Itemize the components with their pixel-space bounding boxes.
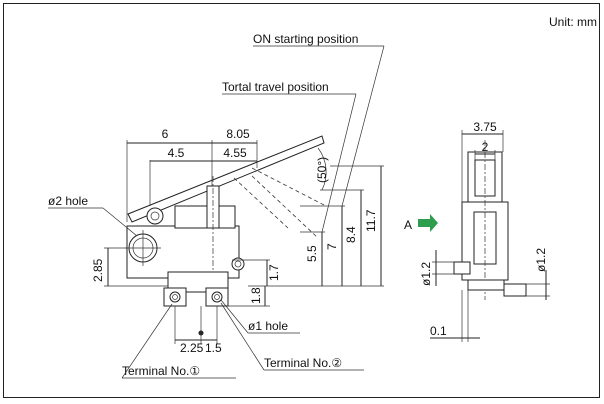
view-a-label: A bbox=[404, 218, 412, 232]
unit-label: Unit: mm bbox=[549, 15, 597, 29]
dim-8-05: 8.05 bbox=[226, 127, 250, 141]
lever-dashed-2 bbox=[233, 177, 289, 229]
dim-1-8: 1.8 bbox=[249, 287, 263, 304]
lever-total-travel-dashed bbox=[251, 175, 319, 239]
terminal-1-hole bbox=[169, 291, 181, 303]
side-view: 6 8.05 4.5 4.55 (50°) 1.7 5.5 7 8.4 11.7… bbox=[48, 32, 385, 379]
hinge-pin bbox=[146, 207, 164, 225]
dim-2-85: 2.85 bbox=[91, 258, 105, 282]
dim-dia-1-2-left: ø1.2 bbox=[419, 262, 433, 286]
dim-3-75: 3.75 bbox=[473, 120, 497, 134]
base-block bbox=[167, 271, 229, 293]
label-total-travel: Tortal travel position bbox=[222, 80, 329, 94]
dim-2-25: 2.25 bbox=[180, 341, 204, 355]
dim-4-55: 4.55 bbox=[223, 146, 247, 160]
dim-angle-50: (50°) bbox=[315, 157, 329, 183]
dim-dia-1-2-right: ø1.2 bbox=[534, 248, 548, 272]
label-terminal-1: Terminal No.① bbox=[122, 364, 200, 378]
label-hole-1: ø1 hole bbox=[248, 319, 288, 333]
dim-11-7: 11.7 bbox=[364, 209, 378, 232]
dim-1-5: 1.5 bbox=[205, 341, 222, 355]
dim-5-5: 5.5 bbox=[305, 245, 319, 262]
pin-right bbox=[503, 283, 527, 297]
label-hole-2: ø2 hole bbox=[48, 194, 88, 208]
dim-4-5: 4.5 bbox=[168, 146, 185, 160]
dim-2: 2 bbox=[482, 140, 489, 154]
drawing-frame bbox=[3, 3, 600, 398]
terminal-2-hole bbox=[211, 291, 223, 303]
label-on-start: ON starting position bbox=[253, 32, 358, 46]
dim-1-7: 1.7 bbox=[267, 264, 281, 281]
housing-top bbox=[174, 205, 236, 229]
view-a-arrow-icon bbox=[418, 214, 438, 232]
pin-left bbox=[453, 261, 471, 275]
front-view-a: A 3.75 2 ø1.2 ø1.2 0.1 bbox=[404, 120, 550, 342]
dim-0-1: 0.1 bbox=[430, 324, 447, 338]
dim-6: 6 bbox=[162, 127, 169, 141]
dim-7: 7 bbox=[325, 243, 339, 250]
mounting-hole-1 bbox=[231, 257, 245, 271]
label-terminal-2: Terminal No.② bbox=[264, 356, 342, 370]
dim-8-4: 8.4 bbox=[344, 226, 358, 243]
